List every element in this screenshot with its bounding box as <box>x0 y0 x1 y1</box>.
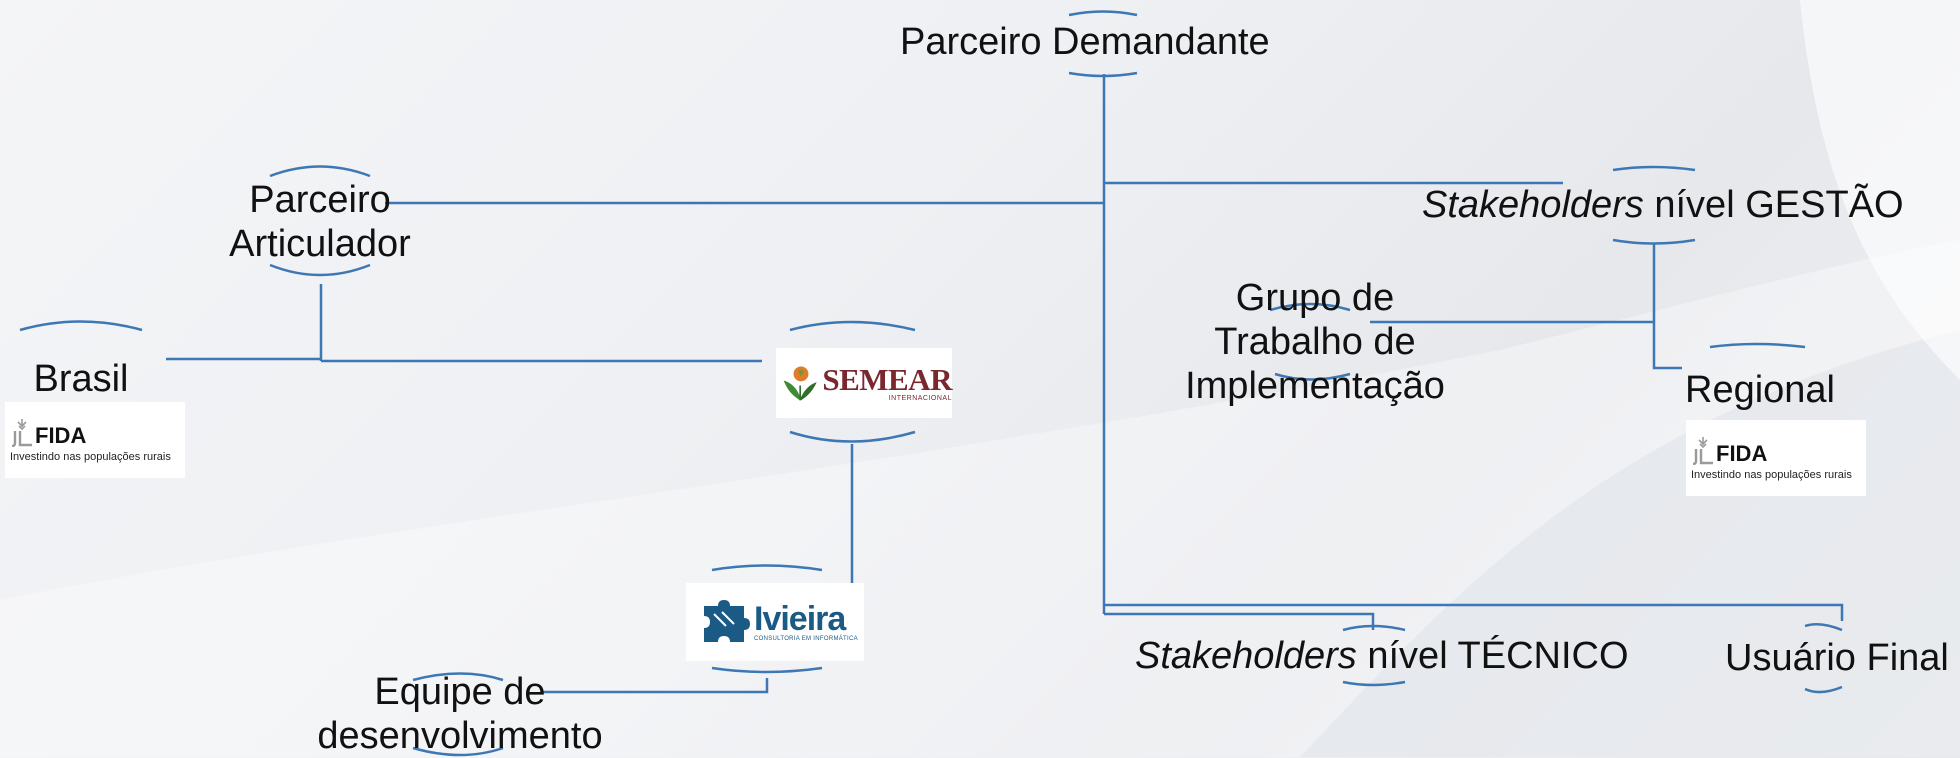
semear-subtitle: INTERNACIONAL <box>888 394 952 402</box>
stakeholders-tecnico-label: Stakeholders nível TÉCNICO <box>1135 634 1635 678</box>
grupo-trabalho-label: Grupo de Trabalho de Implementação <box>1170 276 1460 408</box>
ivieira-wordmark: Ivieira <box>754 600 846 638</box>
stakeholders-gestao-italic: Stakeholders <box>1422 184 1644 226</box>
fida-logo-regional: FIDA Investindo nas populações rurais <box>1686 420 1866 496</box>
grupo-trabalho-line3: Implementação <box>1185 365 1445 407</box>
semear-wordmark: SEMEAR <box>822 361 952 397</box>
equipe-line2: desenvolvimento <box>317 715 603 757</box>
fida-tagline: Investindo nas populações rurais <box>10 451 171 463</box>
equipe-line1: Equipe de <box>374 671 546 713</box>
fida-wordmark: FIDA <box>1716 441 1768 466</box>
stakeholders-tecnico-rest: nível TÉCNICO <box>1356 635 1629 677</box>
stakeholders-gestao-rest: nível GESTÃO <box>1643 184 1904 226</box>
parceiro-articulador-line2: Articulador <box>229 223 411 265</box>
semear-logo: SEMEAR INTERNACIONAL <box>776 348 952 418</box>
stakeholders-gestao-label: Stakeholders nível GESTÃO <box>1422 183 1942 227</box>
parceiro-articulador-label: Parceiro Articulador <box>220 178 420 266</box>
equipe-desenvolvimento-label: Equipe de desenvolvimento <box>300 670 620 758</box>
grupo-trabalho-line1: Grupo de <box>1235 277 1395 319</box>
fida-logo-brasil: FIDA Investindo nas populações rurais <box>5 402 185 478</box>
usuario-final-label: Usuário Final <box>1725 637 1949 679</box>
parceiro-demandante-label: Parceiro Demandante <box>900 21 1270 63</box>
parceiro-articulador-line1: Parceiro <box>249 179 391 221</box>
fida-emblem-icon <box>1692 437 1713 465</box>
regional-label: Regional <box>1685 369 1835 411</box>
sprout-globe-icon <box>783 366 817 401</box>
fida-emblem-icon <box>11 419 32 447</box>
brasil-label: Brasil <box>33 358 129 400</box>
puzzle-icon <box>704 600 750 642</box>
ivieira-subtitle: CONSULTORIA EM INFORMÁTICA <box>754 636 858 642</box>
fida-wordmark: FIDA <box>35 423 87 448</box>
ivieira-logo: Ivieira CONSULTORIA EM INFORMÁTICA <box>686 583 864 661</box>
fida-tagline: Investindo nas populações rurais <box>1691 469 1852 481</box>
stakeholders-tecnico-italic: Stakeholders <box>1135 635 1357 677</box>
grupo-trabalho-line2: Trabalho de <box>1214 321 1416 363</box>
